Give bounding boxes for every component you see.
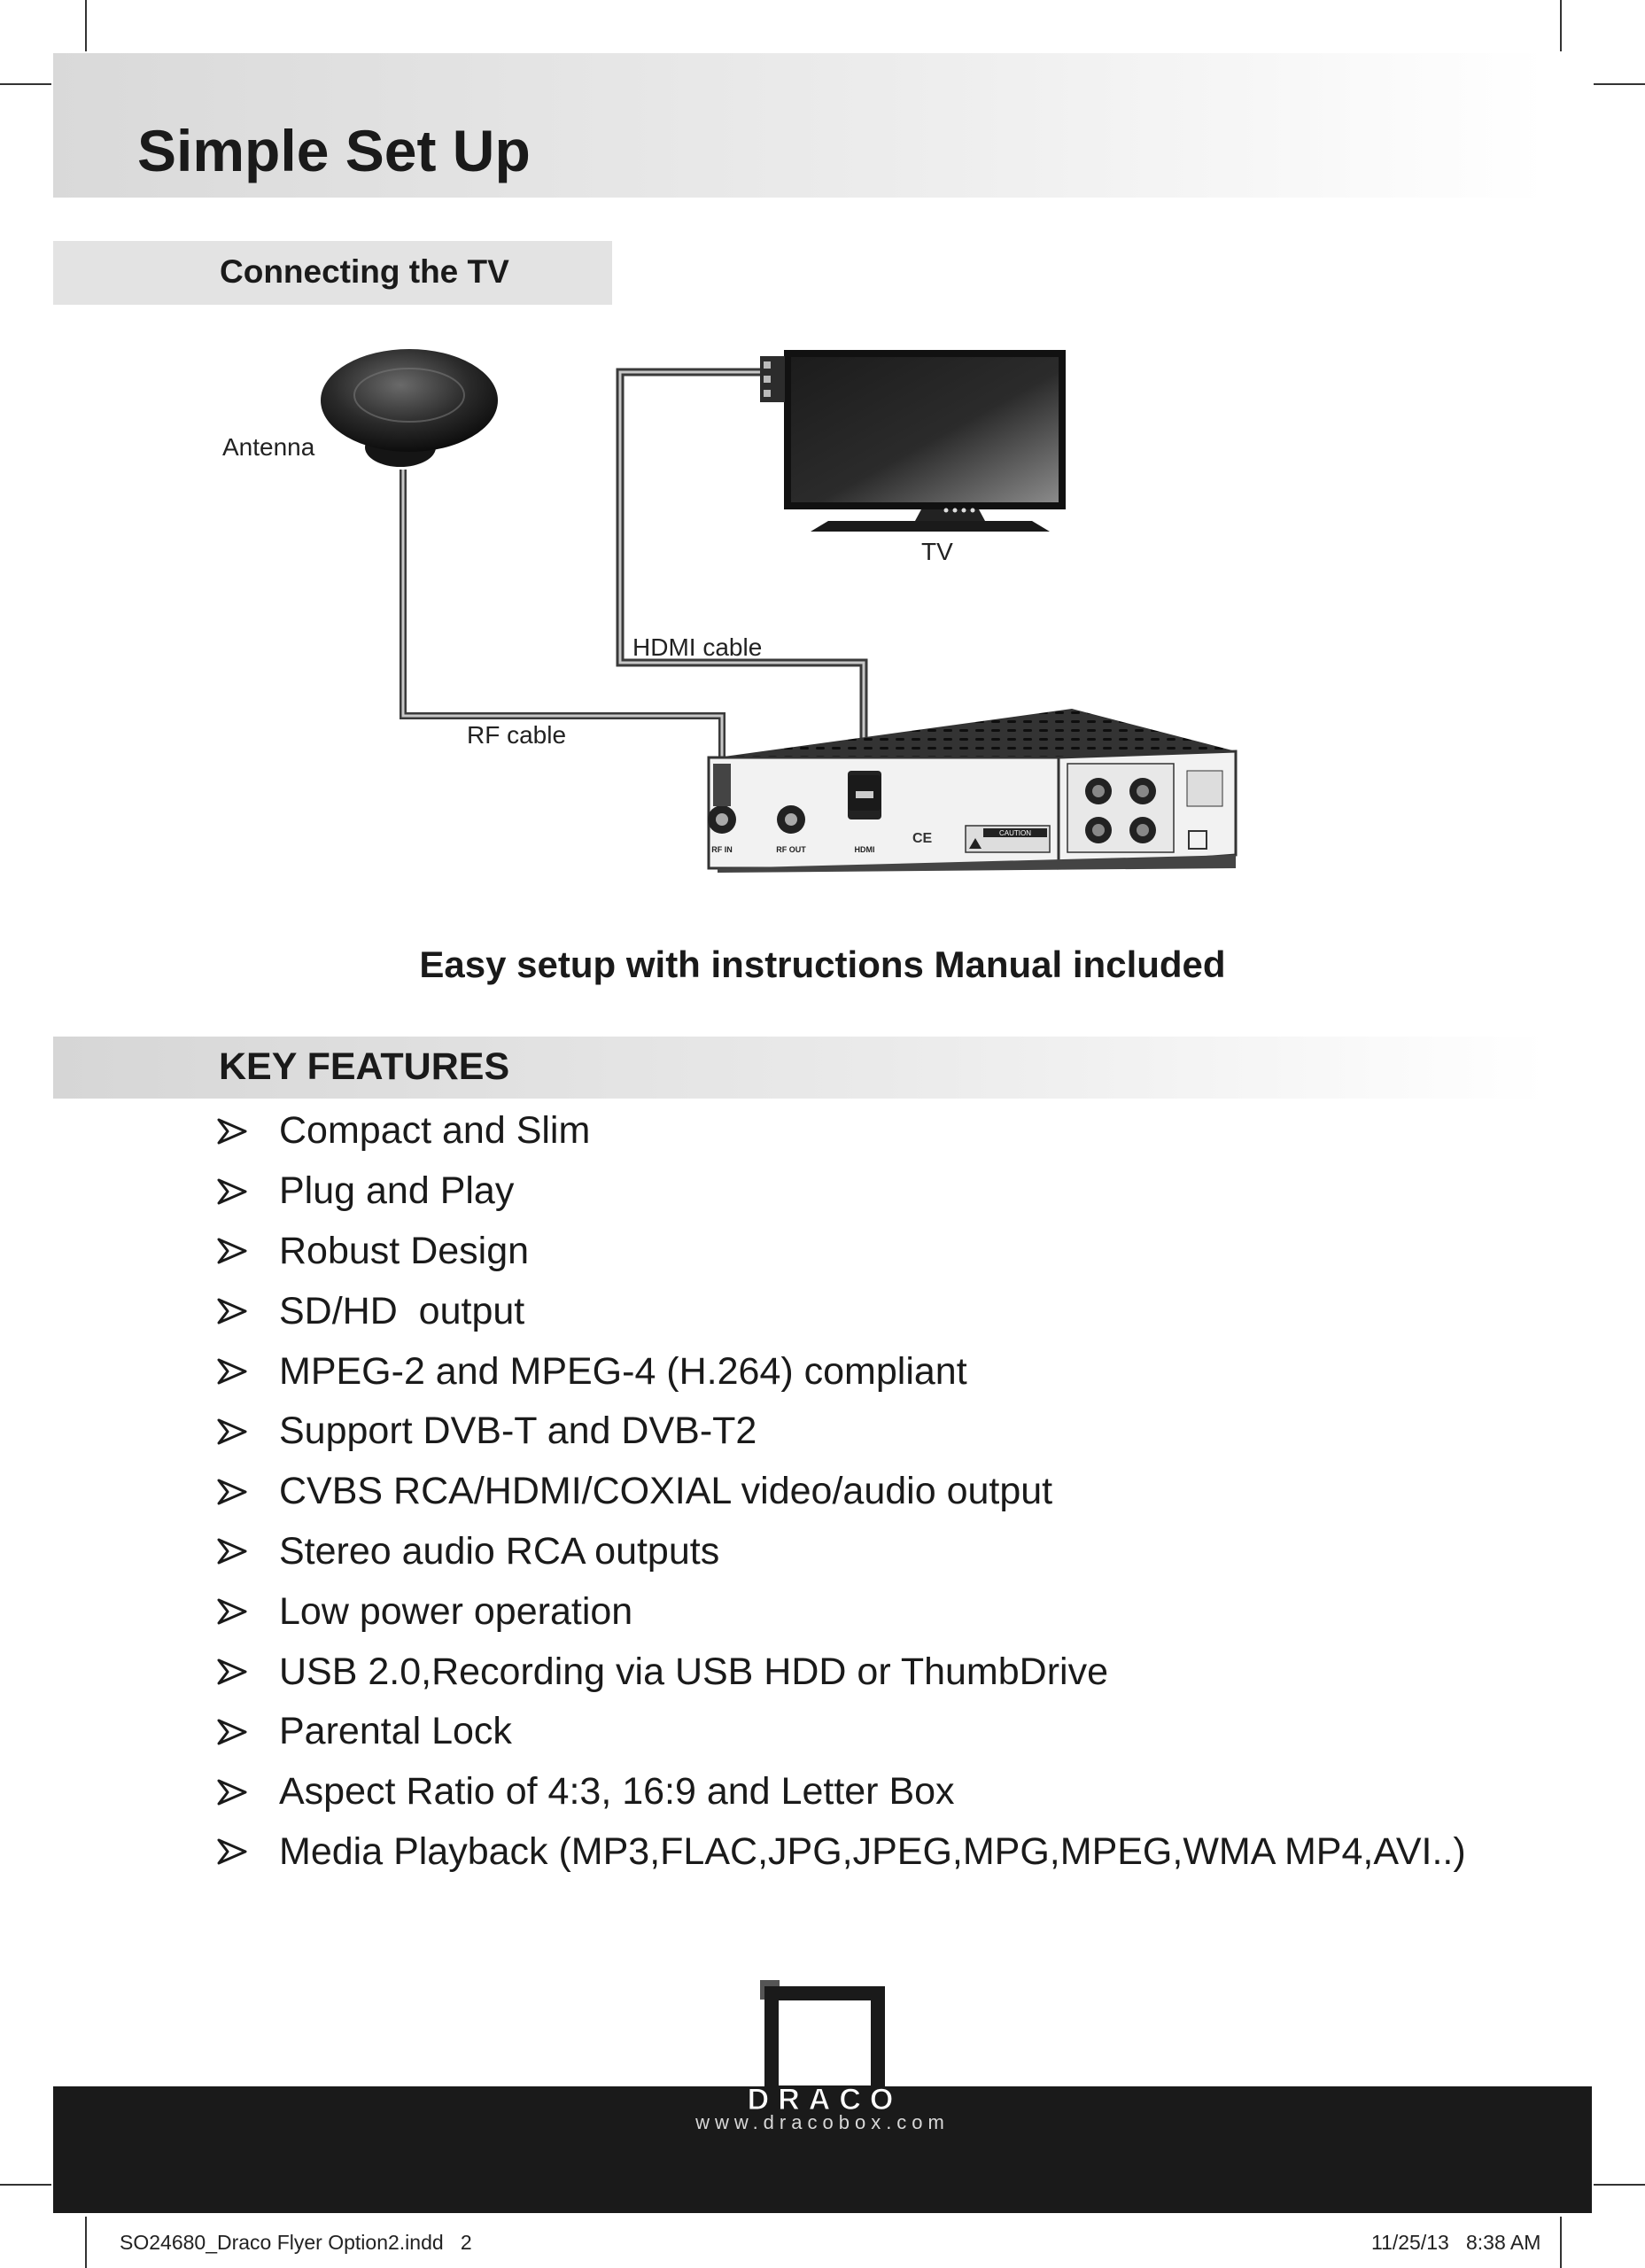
list-item: Stereo audio RCA outputs [217, 1522, 1466, 1582]
hdmi-plug [849, 775, 881, 811]
connection-diagram: CE CAUTION RF IN RF OUT HDMI Antenna TV … [222, 349, 1238, 873]
feature-text: SD/HD output [279, 1289, 525, 1332]
crop-mark [1560, 0, 1562, 51]
list-item: Support DVB-T and DVB-T2 [217, 1402, 1466, 1462]
section-title: Connecting the TV [220, 253, 509, 290]
feature-text: USB 2.0,Recording via USB HDD or ThumbDr… [279, 1650, 1108, 1693]
feature-text: Plug and Play [279, 1169, 515, 1213]
caution-text: CAUTION [999, 829, 1031, 837]
setup-caption: Easy setup with instructions Manual incl… [419, 944, 1226, 985]
feature-text: MPEG-2 and MPEG-4 (H.264) compliant [279, 1349, 967, 1393]
arrow-bullet-icon [217, 1178, 279, 1205]
hdmi-cable-label: HDMI cable [632, 633, 762, 661]
logo-wordmark: DRACO [748, 2083, 903, 2113]
print-slug-file: SO24680_Draco Flyer Option2.indd 2 [120, 2231, 472, 2254]
list-item: MPEG-2 and MPEG-4 (H.264) compliant [217, 1341, 1466, 1402]
rf-cable-label: RF cable [467, 721, 566, 749]
rf-out-label: RF OUT [776, 845, 806, 854]
tv-label: TV [921, 538, 953, 565]
arrow-bullet-icon [217, 1598, 279, 1625]
feature-text: CVBS RCA/HDMI/COXIAL video/audio output [279, 1470, 1053, 1513]
antenna-image [321, 349, 498, 467]
rf-in-label: RF IN [711, 845, 733, 854]
title-band [53, 53, 1547, 198]
crop-mark [0, 2184, 51, 2186]
arrow-bullet-icon [217, 1418, 279, 1445]
arrow-bullet-icon [217, 1658, 279, 1685]
crop-mark [1560, 2217, 1562, 2268]
print-slug-datetime: 11/25/13 8:38 AM [1371, 2231, 1541, 2254]
list-item: Aspect Ratio of 4:3, 16:9 and Letter Box [217, 1762, 1466, 1822]
arrow-bullet-icon [217, 1838, 279, 1865]
rf-cable [400, 470, 726, 771]
feature-text: Stereo audio RCA outputs [279, 1529, 720, 1573]
list-item: USB 2.0,Recording via USB HDD or ThumbDr… [217, 1642, 1466, 1702]
feature-text: Compact and Slim [279, 1109, 591, 1153]
arrow-bullet-icon [217, 1719, 279, 1745]
crop-mark [1594, 83, 1645, 85]
feature-text: Support DVB-T and DVB-T2 [279, 1410, 757, 1453]
arrow-bullet-icon [217, 1479, 279, 1505]
crop-mark [85, 2217, 87, 2268]
arrow-bullet-icon [217, 1238, 279, 1264]
footer-bar [53, 2086, 1592, 2213]
list-item: Plug and Play [217, 1161, 1466, 1222]
arrow-bullet-icon [217, 1779, 279, 1806]
crop-mark [0, 83, 51, 85]
arrow-bullet-icon [217, 1298, 279, 1324]
arrow-bullet-icon [217, 1358, 279, 1385]
svg-text:CE: CE [912, 831, 933, 846]
list-item: CVBS RCA/HDMI/COXIAL video/audio output [217, 1462, 1466, 1522]
key-features-band [53, 1037, 1547, 1099]
hdmi-cable [616, 368, 868, 780]
feature-text: Low power operation [279, 1589, 633, 1633]
list-item: SD/HD output [217, 1281, 1466, 1341]
list-item: Compact and Slim [217, 1101, 1466, 1161]
hdmi-port-label: HDMI [855, 845, 875, 854]
feature-text: Aspect Ratio of 4:3, 16:9 and Letter Box [279, 1770, 955, 1814]
key-features-title: KEY FEATURES [219, 1045, 510, 1088]
crop-mark [85, 0, 87, 51]
brand-url: www.dracobox.com [695, 2111, 950, 2133]
list-item: Parental Lock [217, 1702, 1466, 1762]
section-band [53, 241, 612, 305]
arrow-bullet-icon [217, 1538, 279, 1565]
set-top-box-image: CE CAUTION RF IN RF OUT HDMI [707, 709, 1238, 873]
arrow-bullet-icon [217, 1118, 279, 1145]
draco-logo: DRACO [747, 1980, 903, 2113]
features-list: Compact and Slim Plug and Play Robust De… [217, 1101, 1466, 1882]
crop-mark [1594, 2184, 1645, 2186]
tv-image [760, 350, 1066, 532]
antenna-label: Antenna [222, 433, 315, 461]
feature-text: Media Playback (MP3,FLAC,JPG,JPEG,MPG,MP… [279, 1829, 1466, 1873]
list-item: Media Playback (MP3,FLAC,JPG,JPEG,MPG,MP… [217, 1822, 1466, 1883]
feature-text: Robust Design [279, 1229, 530, 1272]
feature-text: Parental Lock [279, 1710, 512, 1753]
list-item: Robust Design [217, 1222, 1466, 1282]
page-title: Simple Set Up [137, 118, 531, 183]
list-item: Low power operation [217, 1581, 1466, 1642]
